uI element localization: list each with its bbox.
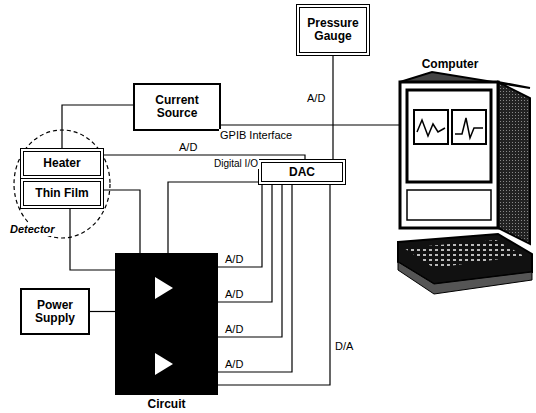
signal-wire [168, 182, 258, 253]
signal-wire [70, 209, 115, 270]
node-label: Pressure Gauge [300, 17, 366, 43]
node-label: Thin Film [35, 187, 88, 200]
signal-label: D/A [334, 340, 354, 352]
node-label: Power Supply [22, 299, 88, 325]
node-label: Computer [398, 58, 502, 71]
signal-wire [221, 125, 400, 126]
signal-label: A/D [224, 253, 244, 265]
computer-figure: Computer [398, 58, 534, 316]
dac-box: DAC [258, 159, 346, 185]
signal-wire [218, 185, 262, 267]
computer-illustration [398, 58, 534, 316]
signal-wire [62, 105, 133, 148]
heater-box: Heater [20, 148, 104, 179]
power-box: Power Supply [20, 288, 90, 335]
signal-label: A/D [224, 358, 244, 370]
signal-label: A/D [178, 141, 198, 153]
amplifier-symbols [115, 253, 218, 395]
node-label: Current Source [135, 94, 219, 120]
circuit-block: Circuit [115, 253, 218, 395]
thin-film-box: Thin Film [20, 178, 104, 209]
signal-label: Digital I/O [213, 158, 259, 169]
node-label: Detector [8, 223, 57, 236]
node-label: DAC [289, 166, 315, 179]
signal-label: A/D [224, 288, 244, 300]
signal-wire [104, 190, 140, 253]
signal-wire [218, 185, 292, 372]
signal-label: A/D [224, 323, 244, 335]
signal-wire [218, 185, 282, 337]
instrument-box: Pressure Gauge [296, 4, 370, 56]
signal-label: A/D [306, 92, 326, 104]
node-label: Circuit [115, 398, 218, 411]
detector-region: DetectorHeaterThin Film [12, 128, 112, 240]
signal-wire [90, 311, 115, 312]
signal-wire [218, 185, 330, 385]
signal-label: GPIB Interface [219, 129, 293, 141]
node-label: Heater [43, 157, 80, 170]
instrument-box: Current Source [133, 83, 221, 131]
signal-wire [333, 56, 334, 159]
signal-wire [218, 185, 272, 302]
